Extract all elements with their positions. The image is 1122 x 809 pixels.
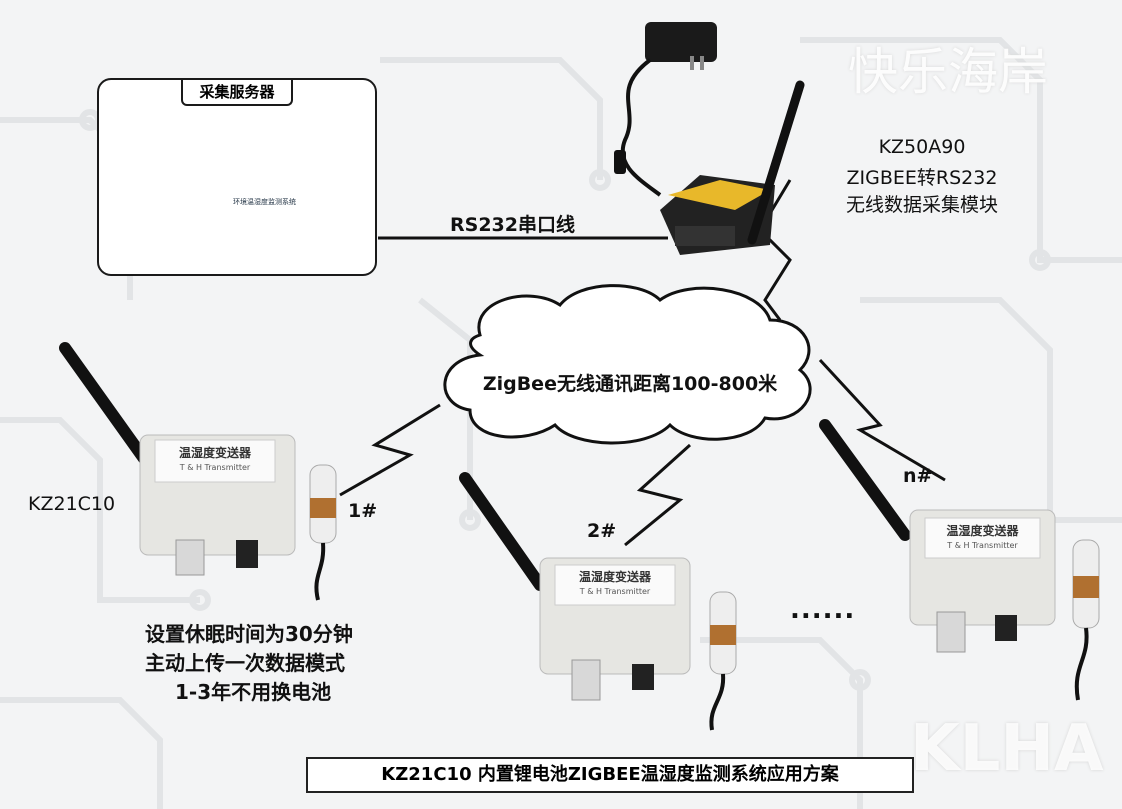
note-line-1: 设置休眠时间为30分钟: [145, 622, 353, 646]
power-adapter-icon: [614, 22, 717, 197]
sensor-n-icon: [819, 419, 1100, 701]
module-type: ZIGBEE转RS232: [846, 167, 998, 189]
kz50a90-module-icon: [660, 80, 805, 255]
zigbee-cloud-shape: [443, 284, 812, 445]
sensor-1-label: 温湿度变送器: [178, 446, 251, 460]
sensor-2-label: 温湿度变送器: [578, 570, 651, 584]
sensor-1-icon: [59, 342, 337, 601]
serial-cable-label: RS232串口线: [450, 214, 575, 236]
wireless-link-1: [339, 403, 441, 497]
server-box: 采集服务器 环境温湿度监测系统: [97, 78, 377, 276]
wireless-link-n: [818, 358, 946, 482]
sensor-model-label: KZ21C10: [28, 493, 116, 515]
zigbee-range-text: ZigBee无线通讯距离100-800米: [482, 373, 778, 395]
sensor-1-id: 1#: [348, 500, 378, 522]
more-sensors-ellipsis: ......: [790, 595, 856, 625]
sensor-2-sub: T & H Transmitter: [579, 587, 651, 596]
note-line-3: 1-3年不用换电池: [175, 680, 332, 704]
server-title: 采集服务器: [181, 80, 293, 106]
sensor-1-sub: T & H Transmitter: [179, 463, 251, 472]
sensor-n-sub: T & H Transmitter: [947, 541, 1018, 550]
module-description: 无线数据采集模块: [845, 194, 998, 216]
sensor-2-id: 2#: [587, 520, 617, 542]
watermark-top-right: 快乐海岸: [848, 43, 1048, 101]
note-line-2: 主动上传一次数据模式: [145, 651, 345, 675]
wireless-link-2: [624, 443, 692, 547]
sensor-n-id: n#: [903, 465, 933, 487]
diagram-caption: KZ21C10 内置锂电池ZIGBEE温湿度监测系统应用方案: [306, 757, 914, 793]
sensor-n-label: 温湿度变送器: [946, 524, 1019, 538]
server-screen-caption: 环境温湿度监测系统: [233, 198, 296, 206]
sensor-2-icon: [459, 472, 737, 731]
module-model: KZ50A90: [878, 136, 966, 158]
watermark-bottom-right: KLHA: [910, 712, 1104, 786]
